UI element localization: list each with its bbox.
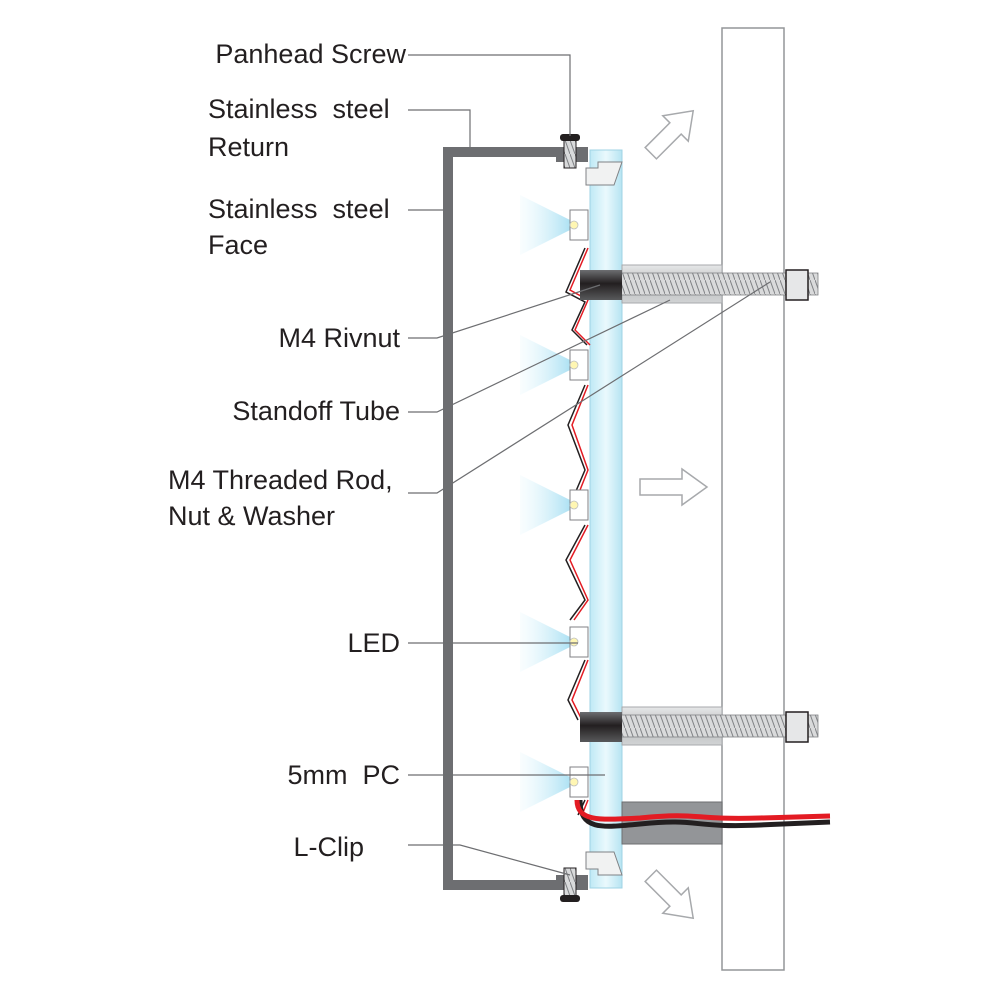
leader-m4-rivnut — [408, 284, 601, 339]
led-glow-group — [520, 195, 580, 812]
led-icon — [569, 209, 589, 241]
wire-icon — [577, 799, 831, 829]
label-stainless-face-line2: Face — [208, 230, 268, 260]
label-threaded-rod-line1: M4 Threaded Rod, — [168, 465, 393, 495]
rivnut-icon — [580, 712, 622, 742]
wall — [721, 27, 785, 971]
label-m4-rivnut: M4 Rivnut — [278, 323, 400, 353]
leader-stainless-return — [408, 109, 471, 147]
leader-threaded-rod — [408, 281, 771, 494]
leader-panhead-screw — [408, 54, 571, 136]
pc-panel — [589, 149, 623, 889]
leader-l-clip — [408, 844, 571, 876]
leader-standoff-tube — [408, 299, 671, 413]
wire-icon — [574, 799, 831, 822]
label-standoff-tube: Standoff Tube — [232, 396, 400, 426]
led-icon — [569, 766, 589, 798]
arrow-icon — [639, 467, 709, 507]
led-icon — [569, 349, 589, 381]
standoff-assembly-bottom — [580, 706, 819, 746]
label-stainless-face-line1: Stainless steel — [208, 194, 390, 224]
arrow-icon — [644, 869, 695, 920]
standoff-assembly-top — [580, 264, 819, 304]
l-clip-top — [585, 161, 623, 186]
label-pc: 5mm PC — [287, 760, 400, 790]
label-led: LED — [347, 628, 400, 658]
led-icon — [569, 626, 589, 658]
label-stainless-return-line1: Stainless steel — [208, 94, 390, 124]
screw-icon — [560, 867, 580, 902]
label-stainless-return-line2: Return — [208, 132, 289, 162]
label-panhead-screw: Panhead Screw — [215, 39, 406, 69]
wire-icon — [565, 247, 588, 816]
rivnut-icon — [580, 270, 622, 300]
arrow-icon — [644, 109, 695, 160]
screw-icon — [560, 134, 580, 169]
label-threaded-rod-line2: Nut & Washer — [168, 501, 335, 531]
l-clip-bottom — [585, 851, 623, 876]
label-l-clip: L-Clip — [293, 832, 364, 862]
nut — [785, 269, 809, 301]
nut — [785, 711, 809, 743]
led-icon — [569, 489, 589, 521]
